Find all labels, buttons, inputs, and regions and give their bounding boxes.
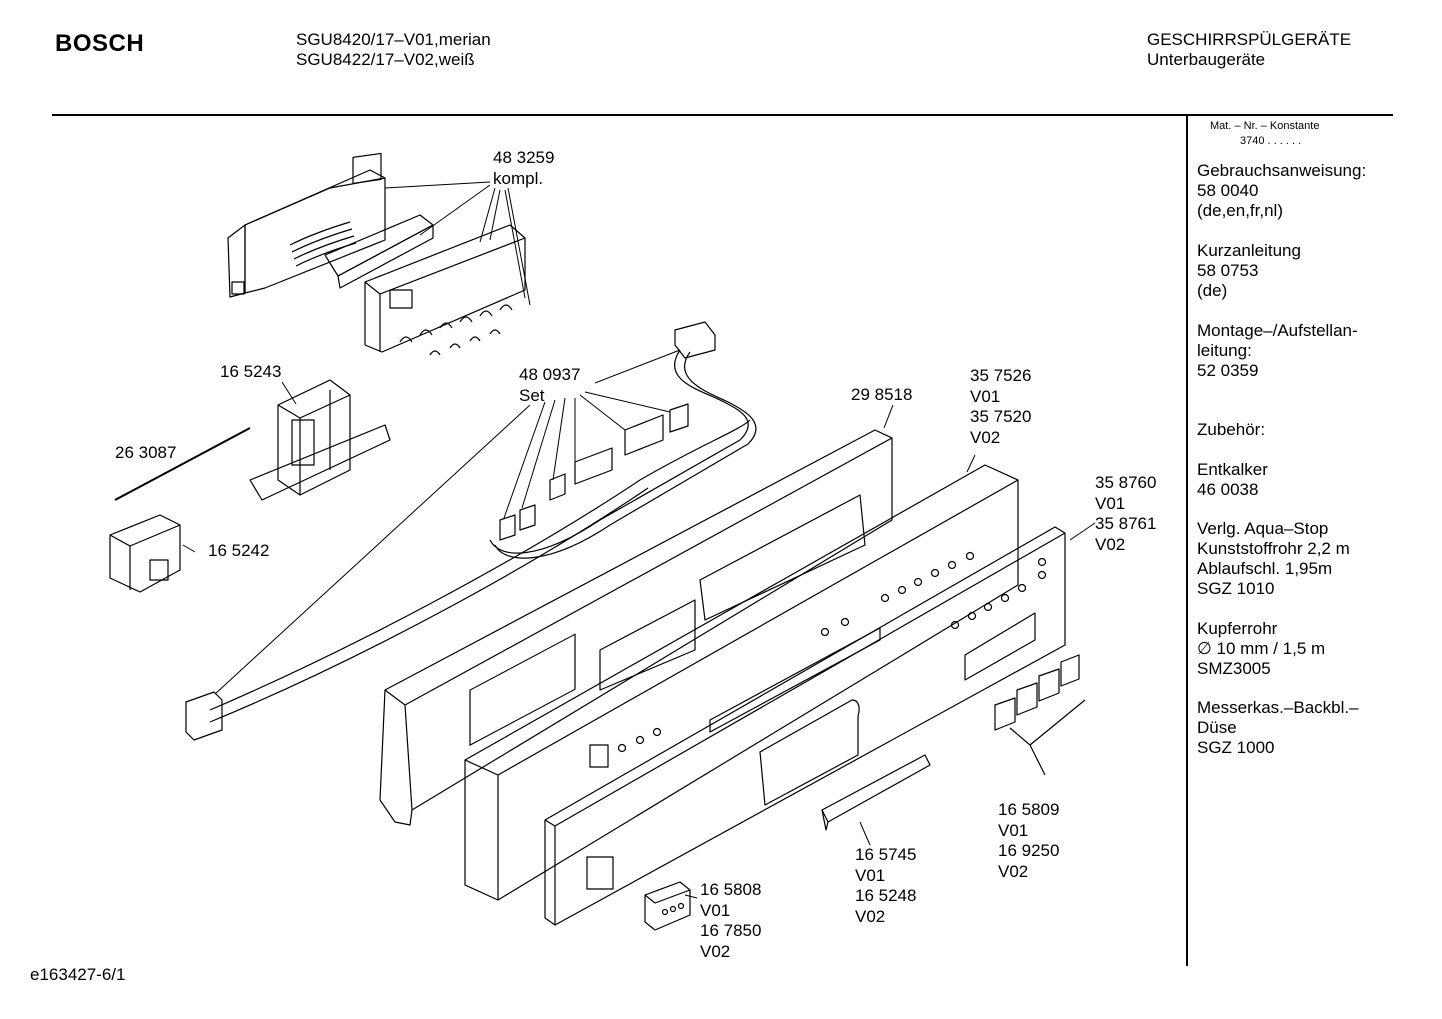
knob-part xyxy=(644,881,691,931)
part-label-165809: 16 5809 V01 16 9250 V02 xyxy=(998,800,1059,882)
sidebar-line: Verlg. Aqua–Stop xyxy=(1197,519,1329,538)
sidebar-line: leitung: xyxy=(1197,341,1252,360)
part-number: 35 7520 xyxy=(970,407,1032,426)
part-number: 16 5248 xyxy=(855,886,917,905)
sidebar-line: (de,en,fr,nl) xyxy=(1197,201,1283,220)
part-label-165242: 16 5242 xyxy=(208,541,269,562)
part-label-483259: 48 3259 kompl. xyxy=(493,148,554,189)
model-line-1: SGU8420/17–V01,merian xyxy=(296,30,491,49)
switch-housing-part xyxy=(249,379,391,501)
category-line-1: GESCHIRRSPÜLGERÄTE xyxy=(1147,30,1352,49)
part-number: 35 8761 xyxy=(1095,514,1157,533)
model-list: SGU8420/17–V01,merian SGU8422/17–V02,wei… xyxy=(296,30,491,70)
part-note: Set xyxy=(519,385,545,405)
part-number: 16 5242 xyxy=(208,541,270,560)
part-variant: V02 xyxy=(855,906,886,926)
drawing-id: e163427-6/1 xyxy=(30,965,126,984)
part-variant: V01 xyxy=(1095,493,1126,513)
rod-part xyxy=(114,427,251,501)
part-number: 29 8518 xyxy=(851,385,913,404)
part-number: 16 7850 xyxy=(700,921,762,940)
sidebar-block-manual: Gebrauchsanweisung: 58 0040 (de,en,fr,nl… xyxy=(1197,161,1366,221)
part-label-165745: 16 5745 V01 16 5248 V02 xyxy=(855,845,916,927)
model-line-2: SGU8422/17–V02,weiß xyxy=(296,50,475,69)
sidebar-block-copper-pipe: Kupferrohr ∅ 10 mm / 1,5 m SMZ3005 xyxy=(1197,619,1325,679)
switch-part xyxy=(109,514,181,593)
part-number: 35 8760 xyxy=(1095,473,1157,492)
part-label-263087: 26 3087 xyxy=(115,443,176,464)
sidebar-line: Kurzanleitung xyxy=(1197,241,1301,260)
sidebar-line: Düse xyxy=(1197,718,1237,737)
part-number: 48 3259 xyxy=(493,148,555,167)
sidebar-line: Gebrauchsanweisung: xyxy=(1197,161,1367,180)
sidebar-block-nozzle: Messerkas.–Backbl.– Düse SGZ 1000 xyxy=(1197,698,1359,758)
part-number: 48 0937 xyxy=(519,365,581,384)
category-line-2: Unterbaugeräte xyxy=(1147,50,1266,69)
sidebar-line: SMZ3005 xyxy=(1197,659,1271,678)
part-label-358760: 35 8760 V01 35 8761 V02 xyxy=(1095,473,1156,555)
sidebar-line: SGZ 1010 xyxy=(1197,579,1275,598)
part-variant: V01 xyxy=(855,865,886,885)
material-number-title: Mat. – Nr. – Konstante xyxy=(1210,120,1320,132)
part-variant: V01 xyxy=(970,386,1001,406)
front-panel-part xyxy=(544,526,1066,926)
part-variant: V01 xyxy=(700,900,731,920)
control-panel-part xyxy=(464,464,1019,901)
leader-lines xyxy=(182,181,1096,899)
part-number: 16 5808 xyxy=(700,880,762,899)
category-heading: GESCHIRRSPÜLGERÄTE Unterbaugeräte xyxy=(1147,30,1351,70)
sidebar-line: Montage–/Aufstellan- xyxy=(1197,321,1358,340)
sidebar-line: Kunststoffrohr 2,2 m xyxy=(1197,539,1350,558)
sidebar-line: (de) xyxy=(1197,281,1228,300)
part-variant: V02 xyxy=(700,941,731,961)
sidebar-line: Entkalker xyxy=(1197,460,1268,479)
cable-harness-part xyxy=(185,321,757,741)
part-label-165808: 16 5808 V01 16 7850 V02 xyxy=(700,880,761,962)
sidebar-line: 58 0040 xyxy=(1197,181,1259,200)
button-set-part xyxy=(994,654,1086,776)
strip-part xyxy=(821,754,931,831)
sidebar-line: Kupferrohr xyxy=(1197,619,1278,638)
sidebar-line: 58 0753 xyxy=(1197,261,1259,280)
header-divider xyxy=(52,114,1393,116)
sidebar-line: 52 0359 xyxy=(1197,361,1259,380)
part-label-298518: 29 8518 xyxy=(851,385,912,406)
part-label-480937: 48 0937 Set xyxy=(519,365,580,406)
material-number-value: 3740 . . . . . . xyxy=(1240,135,1302,147)
sidebar-line: SGZ 1000 xyxy=(1197,738,1275,757)
sidebar-block-installation: Montage–/Aufstellan- leitung: 52 0359 xyxy=(1197,321,1358,381)
part-number: 16 5243 xyxy=(220,362,282,381)
brand-logo: BOSCH xyxy=(55,30,145,57)
part-variant: V02 xyxy=(970,427,1001,447)
part-number: 16 5809 xyxy=(998,800,1060,819)
part-label-165243: 16 5243 xyxy=(220,362,281,383)
sidebar-block-short-guide: Kurzanleitung 58 0753 (de) xyxy=(1197,241,1301,301)
part-variant: V02 xyxy=(1095,534,1126,554)
sidebar-block-accessories: Zubehör: xyxy=(1197,420,1265,440)
sidebar-line: 46 0038 xyxy=(1197,480,1259,499)
support-frame-part xyxy=(379,429,893,826)
part-variant: V02 xyxy=(998,861,1029,881)
sidebar-line: ∅ 10 mm / 1,5 m xyxy=(1197,639,1326,658)
sidebar-divider xyxy=(1186,116,1188,966)
electronic-module-part xyxy=(227,152,526,356)
exploded-parts-drawing xyxy=(109,152,1096,931)
part-label-357526: 35 7526 V01 35 7520 V02 xyxy=(970,366,1031,448)
part-number: 26 3087 xyxy=(115,443,177,462)
part-number: 16 5745 xyxy=(855,845,917,864)
sidebar-block-descaler: Entkalker 46 0038 xyxy=(1197,460,1268,500)
part-variant: V01 xyxy=(998,820,1029,840)
sidebar-line: Zubehör: xyxy=(1197,420,1266,439)
part-note: kompl. xyxy=(493,168,544,188)
sidebar-line: Messerkas.–Backbl.– xyxy=(1197,698,1359,717)
part-number: 35 7526 xyxy=(970,366,1032,385)
sidebar-block-aquastop: Verlg. Aqua–Stop Kunststoffrohr 2,2 m Ab… xyxy=(1197,519,1350,599)
part-number: 16 9250 xyxy=(998,841,1060,860)
sidebar-line: Ablaufschl. 1,95m xyxy=(1197,559,1333,578)
